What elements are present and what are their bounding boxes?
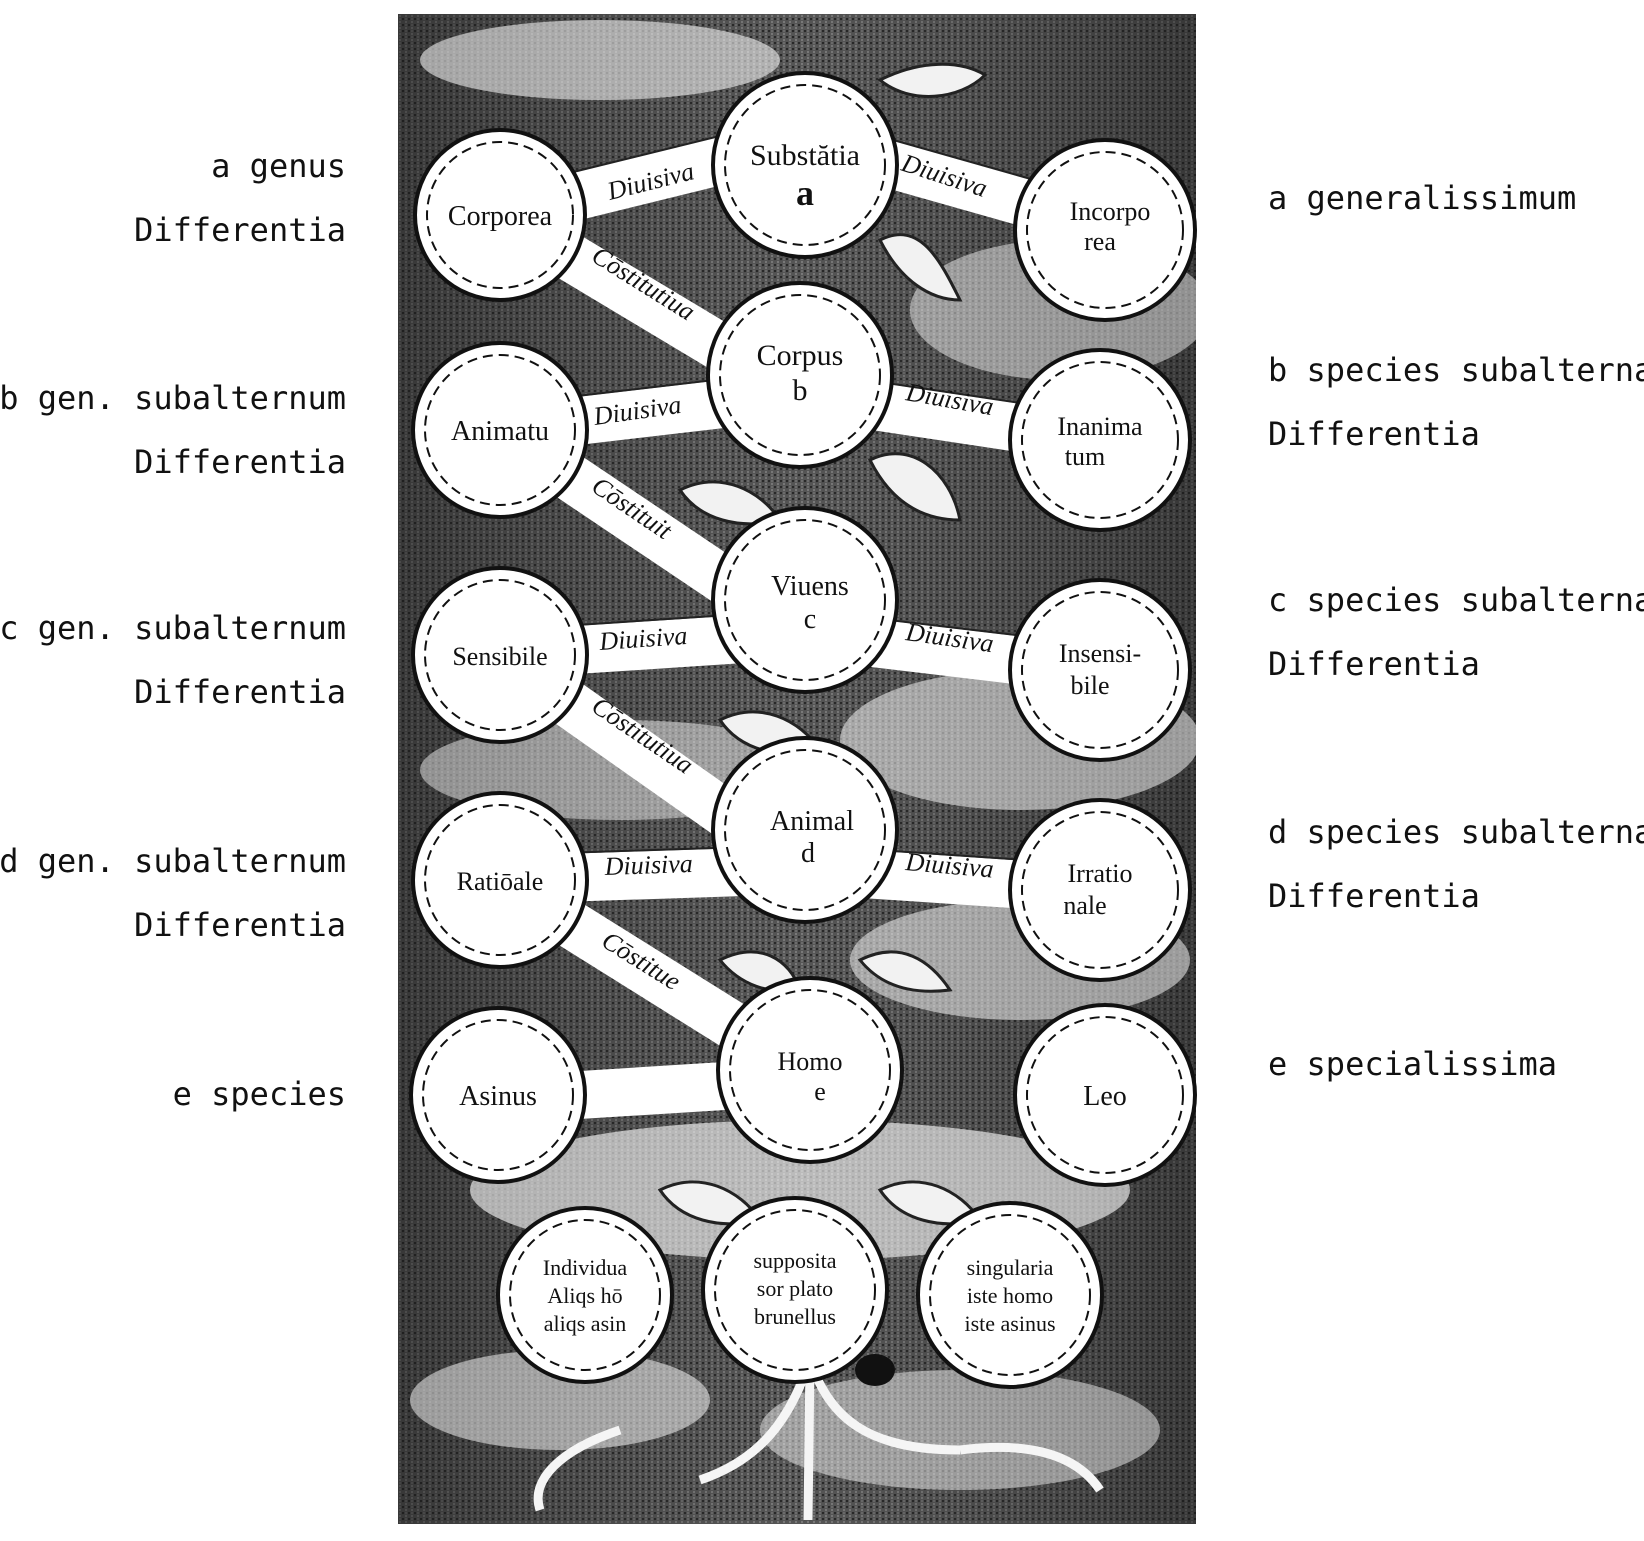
left-label-a-line1: a genus bbox=[211, 147, 346, 185]
node-animal: Animal d bbox=[711, 736, 899, 924]
node-corporea-label: Corporea bbox=[448, 201, 553, 232]
node-insensibile: Insensi- bile bbox=[1008, 578, 1192, 762]
node-insensibile-label: Insensi- bbox=[1059, 639, 1141, 668]
right-label-c-line2: Differentia bbox=[1268, 645, 1480, 683]
node-supposita: supposita sor plato brunellus bbox=[701, 1196, 895, 1386]
band-label-divisiva: Diuisiva bbox=[597, 621, 688, 656]
node-inanimatum-label-2: tum bbox=[1065, 442, 1105, 471]
right-label-d-line1: d species subalterna bbox=[1268, 813, 1644, 851]
right-label-c: c species subalterna Differentia bbox=[1268, 568, 1644, 696]
left-label-b-line1: b gen. subalternum bbox=[0, 379, 346, 417]
left-label-d-line2: Differentia bbox=[134, 906, 346, 944]
band-label-divisiva: Diuisiva bbox=[603, 849, 693, 881]
node-substantia-letter: a bbox=[796, 173, 814, 213]
left-label-d: d gen. subalternum Differentia bbox=[0, 829, 346, 957]
node-asinus: Asinus bbox=[409, 1006, 587, 1184]
left-label-e: e species bbox=[173, 1062, 346, 1126]
node-animal-label: Animal bbox=[770, 806, 854, 837]
left-label-b: b gen. subalternum Differentia bbox=[0, 366, 346, 494]
node-homo: Homo e bbox=[716, 976, 904, 1164]
node-incorporea-label-2: rea bbox=[1084, 227, 1116, 256]
left-label-a: a genus Differentia bbox=[134, 134, 346, 262]
node-singularia-line3: iste asinus bbox=[964, 1311, 1055, 1336]
node-asinus-label: Asinus bbox=[459, 1081, 537, 1112]
right-label-a: a generalissimum bbox=[1268, 166, 1576, 230]
node-incorporea-label: Incorpo bbox=[1070, 197, 1151, 226]
node-individua-line1: Individua bbox=[543, 1255, 628, 1280]
node-homo-letter: e bbox=[814, 1077, 826, 1106]
node-viuens: Viuens c bbox=[711, 506, 899, 694]
node-inanimatum-label: Inanima bbox=[1057, 412, 1143, 441]
node-individua: Individua Aliqs hō aliqs asin bbox=[496, 1206, 674, 1384]
right-label-b: b species subalterna Differentia bbox=[1268, 338, 1644, 466]
node-irrationale-label: Irratio bbox=[1068, 859, 1133, 888]
node-viuens-label: Viuens bbox=[771, 571, 849, 602]
node-corpus: Corpus b bbox=[706, 281, 894, 469]
node-substantia: Substătia a bbox=[711, 71, 899, 259]
node-individua-line2: Aliqs hō bbox=[547, 1283, 622, 1308]
node-inanimatum: Inanima tum bbox=[1008, 348, 1192, 532]
ink-blot bbox=[855, 1354, 895, 1386]
node-incorporea: Incorpo rea bbox=[1013, 138, 1197, 322]
node-supposita-line2: sor plato bbox=[757, 1276, 833, 1301]
left-label-e-line1: e species bbox=[172, 1075, 346, 1113]
node-singularia-line2: iste homo bbox=[967, 1283, 1053, 1308]
node-singularia-line1: singularia bbox=[967, 1255, 1054, 1280]
bottom-row: Individua Aliqs hō aliqs asin supposita … bbox=[496, 1196, 1104, 1389]
node-sensibile-label: Sensibile bbox=[452, 642, 547, 671]
center-column: Substătia a Corpus b Viuens c Animal d H… bbox=[706, 71, 904, 1164]
left-column: Corporea Animatu Sensibile Ratiōale Asin… bbox=[409, 128, 589, 1184]
node-corpus-label: Corpus bbox=[757, 339, 844, 372]
node-leo: Leo bbox=[1013, 1003, 1197, 1187]
node-singularia: singularia iste homo iste asinus bbox=[916, 1201, 1104, 1389]
node-substantia-label: Substătia bbox=[750, 139, 860, 172]
node-leo-label: Leo bbox=[1083, 1081, 1127, 1112]
node-insensibile-label-2: bile bbox=[1071, 671, 1110, 700]
node-supposita-line3: brunellus bbox=[754, 1304, 836, 1329]
right-label-e-line1: e specialissima bbox=[1268, 1045, 1557, 1083]
node-individua-line3: aliqs asin bbox=[544, 1311, 627, 1336]
node-viuens-letter: c bbox=[804, 604, 816, 635]
node-animatum: Animatu bbox=[411, 341, 589, 519]
left-label-c: c gen. subalternum Differentia bbox=[0, 596, 346, 724]
node-sensibile: Sensibile bbox=[411, 566, 589, 744]
right-label-e: e specialissima bbox=[1268, 1032, 1557, 1096]
node-animal-letter: d bbox=[801, 838, 815, 869]
left-label-a-line2: Differentia bbox=[134, 211, 346, 249]
right-label-c-line1: c species subalterna bbox=[1268, 581, 1644, 619]
right-label-b-line1: b species subalterna bbox=[1268, 351, 1644, 389]
left-label-b-line2: Differentia bbox=[134, 443, 346, 481]
node-corpus-letter: b bbox=[793, 374, 808, 407]
node-corporea: Corporea bbox=[413, 128, 587, 302]
node-irrationale: Irratio nale bbox=[1008, 798, 1192, 982]
node-rationale-label: Ratiōale bbox=[457, 867, 544, 896]
right-label-a-line1: a generalissimum bbox=[1268, 179, 1577, 217]
node-irrationale-label-2: nale bbox=[1063, 891, 1106, 920]
right-label-d-line2: Differentia bbox=[1268, 877, 1480, 915]
left-label-c-line1: c gen. subalternum bbox=[0, 609, 346, 647]
node-homo-label: Homo bbox=[778, 1047, 843, 1076]
node-rationale: Ratiōale bbox=[411, 791, 589, 969]
right-label-d: d species subalterna Differentia bbox=[1268, 800, 1644, 928]
left-label-c-line2: Differentia bbox=[134, 673, 346, 711]
right-label-b-line2: Differentia bbox=[1268, 415, 1480, 453]
right-column: Incorpo rea Inanima tum Insensi- bile Ir… bbox=[1008, 138, 1197, 1187]
node-animatum-label: Animatu bbox=[451, 416, 549, 447]
node-supposita-line1: supposita bbox=[753, 1248, 836, 1273]
left-label-d-line1: d gen. subalternum bbox=[0, 842, 346, 880]
